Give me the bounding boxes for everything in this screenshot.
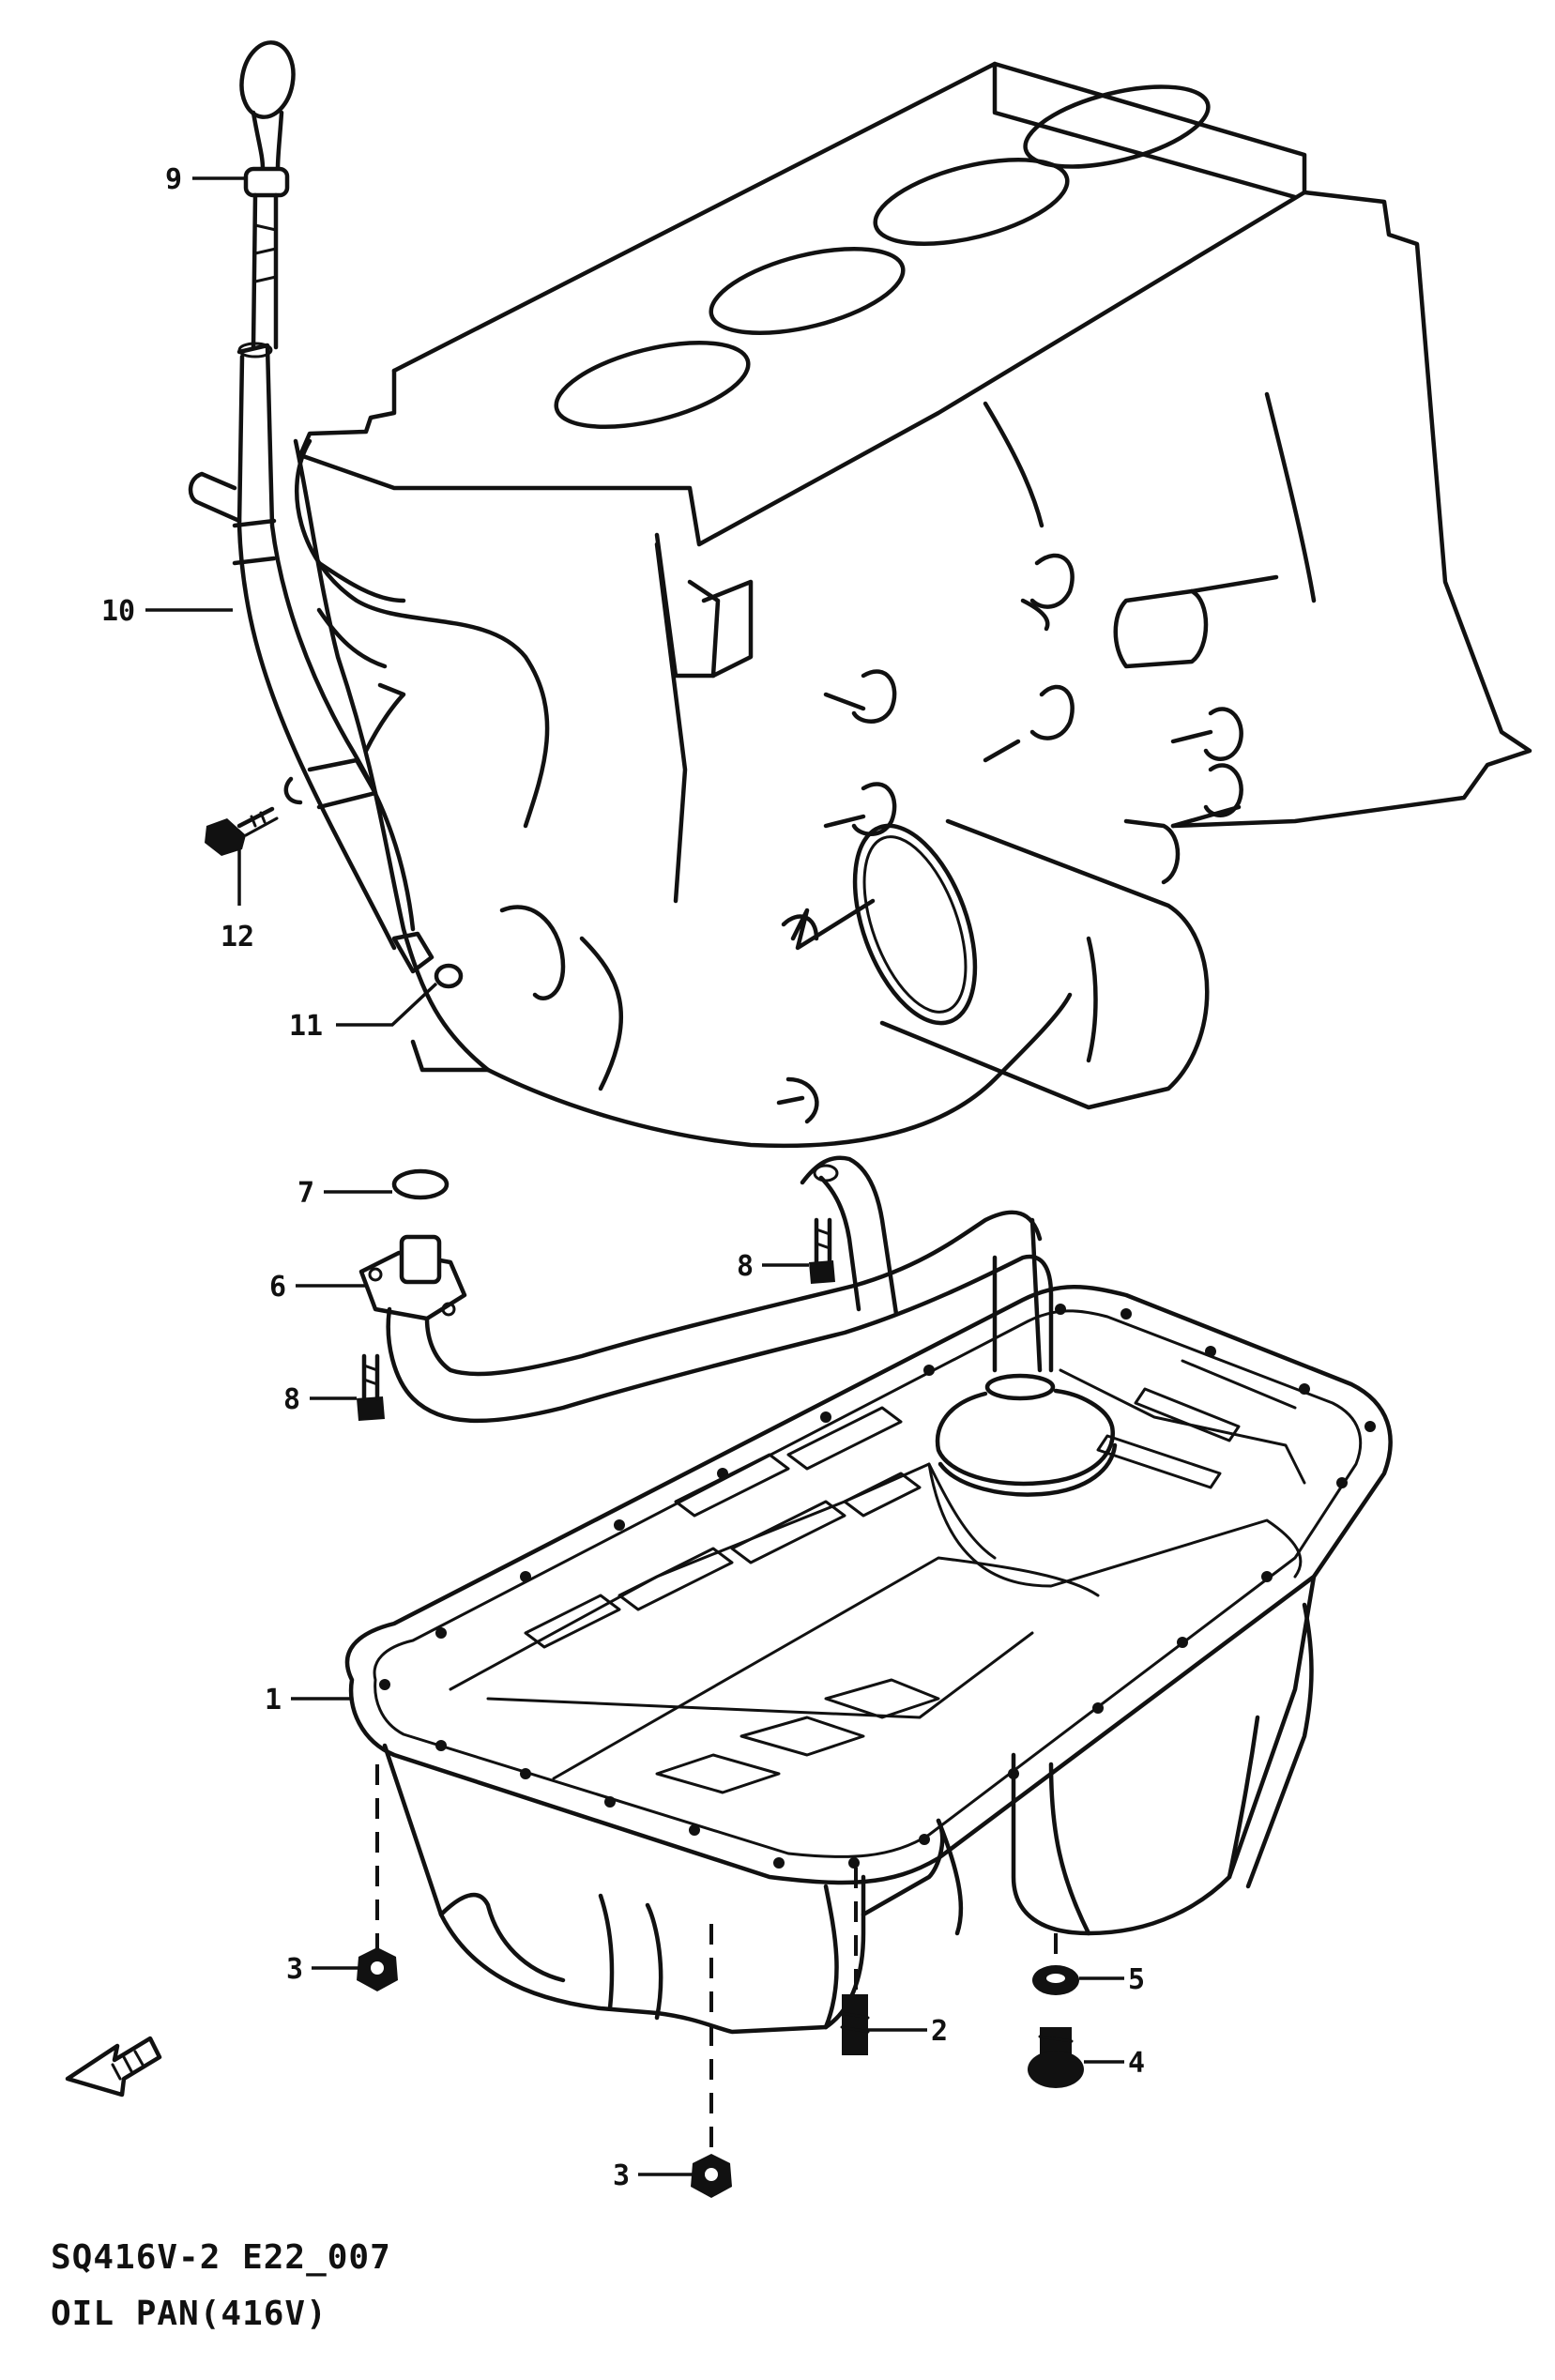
- bolt-8a: [809, 1217, 835, 1284]
- oil-filter: [852, 818, 1210, 1110]
- callout-label: 11: [289, 1010, 323, 1043]
- callout-9: 9: [165, 163, 246, 196]
- callout-label: 2: [931, 2015, 948, 2048]
- callout-label: 3: [286, 1953, 303, 1986]
- callout-5: 5: [1079, 1963, 1145, 1996]
- callout-label: 5: [1128, 1963, 1145, 1996]
- stud-bolt-2: [840, 1868, 870, 2055]
- callout-label: 8: [283, 1383, 300, 1416]
- callout-label: 4: [1128, 2047, 1145, 2080]
- callout-7: 7: [297, 1177, 392, 1210]
- callout-3b: 3: [613, 2159, 693, 2192]
- drain-plug-4: [1028, 2027, 1084, 2088]
- nut-3b: [691, 1924, 732, 2198]
- nut-3a: [357, 1764, 398, 1991]
- drain-gasket-5: [1032, 1933, 1079, 1995]
- callout-2: 2: [868, 2015, 948, 2048]
- callout-4: 4: [1084, 2047, 1145, 2080]
- callout-label: 12: [221, 921, 254, 954]
- callout-8b: 8: [283, 1383, 357, 1416]
- callout-label: 1: [265, 1684, 282, 1716]
- callout-11: 11: [289, 982, 438, 1043]
- bolt-8b: [357, 1353, 385, 1421]
- diagram-code: SQ416V-2 E22_007: [51, 2238, 391, 2277]
- callout-3a: 3: [286, 1953, 358, 1986]
- dipstick-assembly: [188, 40, 464, 989]
- bolt-12: [205, 806, 279, 856]
- callout-label: 7: [297, 1177, 314, 1210]
- callout-label: 8: [737, 1250, 754, 1283]
- callout-label: 6: [269, 1271, 286, 1304]
- callout-label: 9: [165, 163, 182, 196]
- callout-label: 10: [101, 595, 135, 628]
- callout-1: 1: [265, 1684, 352, 1716]
- callout-6: 6: [269, 1271, 366, 1304]
- callout-label: 3: [613, 2159, 630, 2192]
- diagram-title: OIL PAN(416V): [51, 2295, 328, 2333]
- callout-10: 10: [101, 595, 233, 628]
- callout-12: 12: [221, 849, 254, 954]
- oil-strainer: [358, 1155, 1118, 1497]
- engine-block: [293, 61, 1532, 1149]
- oil-pan: [344, 1285, 1393, 2035]
- front-direction-arrow-icon: [65, 2036, 162, 2098]
- callout-8a: 8: [737, 1250, 809, 1283]
